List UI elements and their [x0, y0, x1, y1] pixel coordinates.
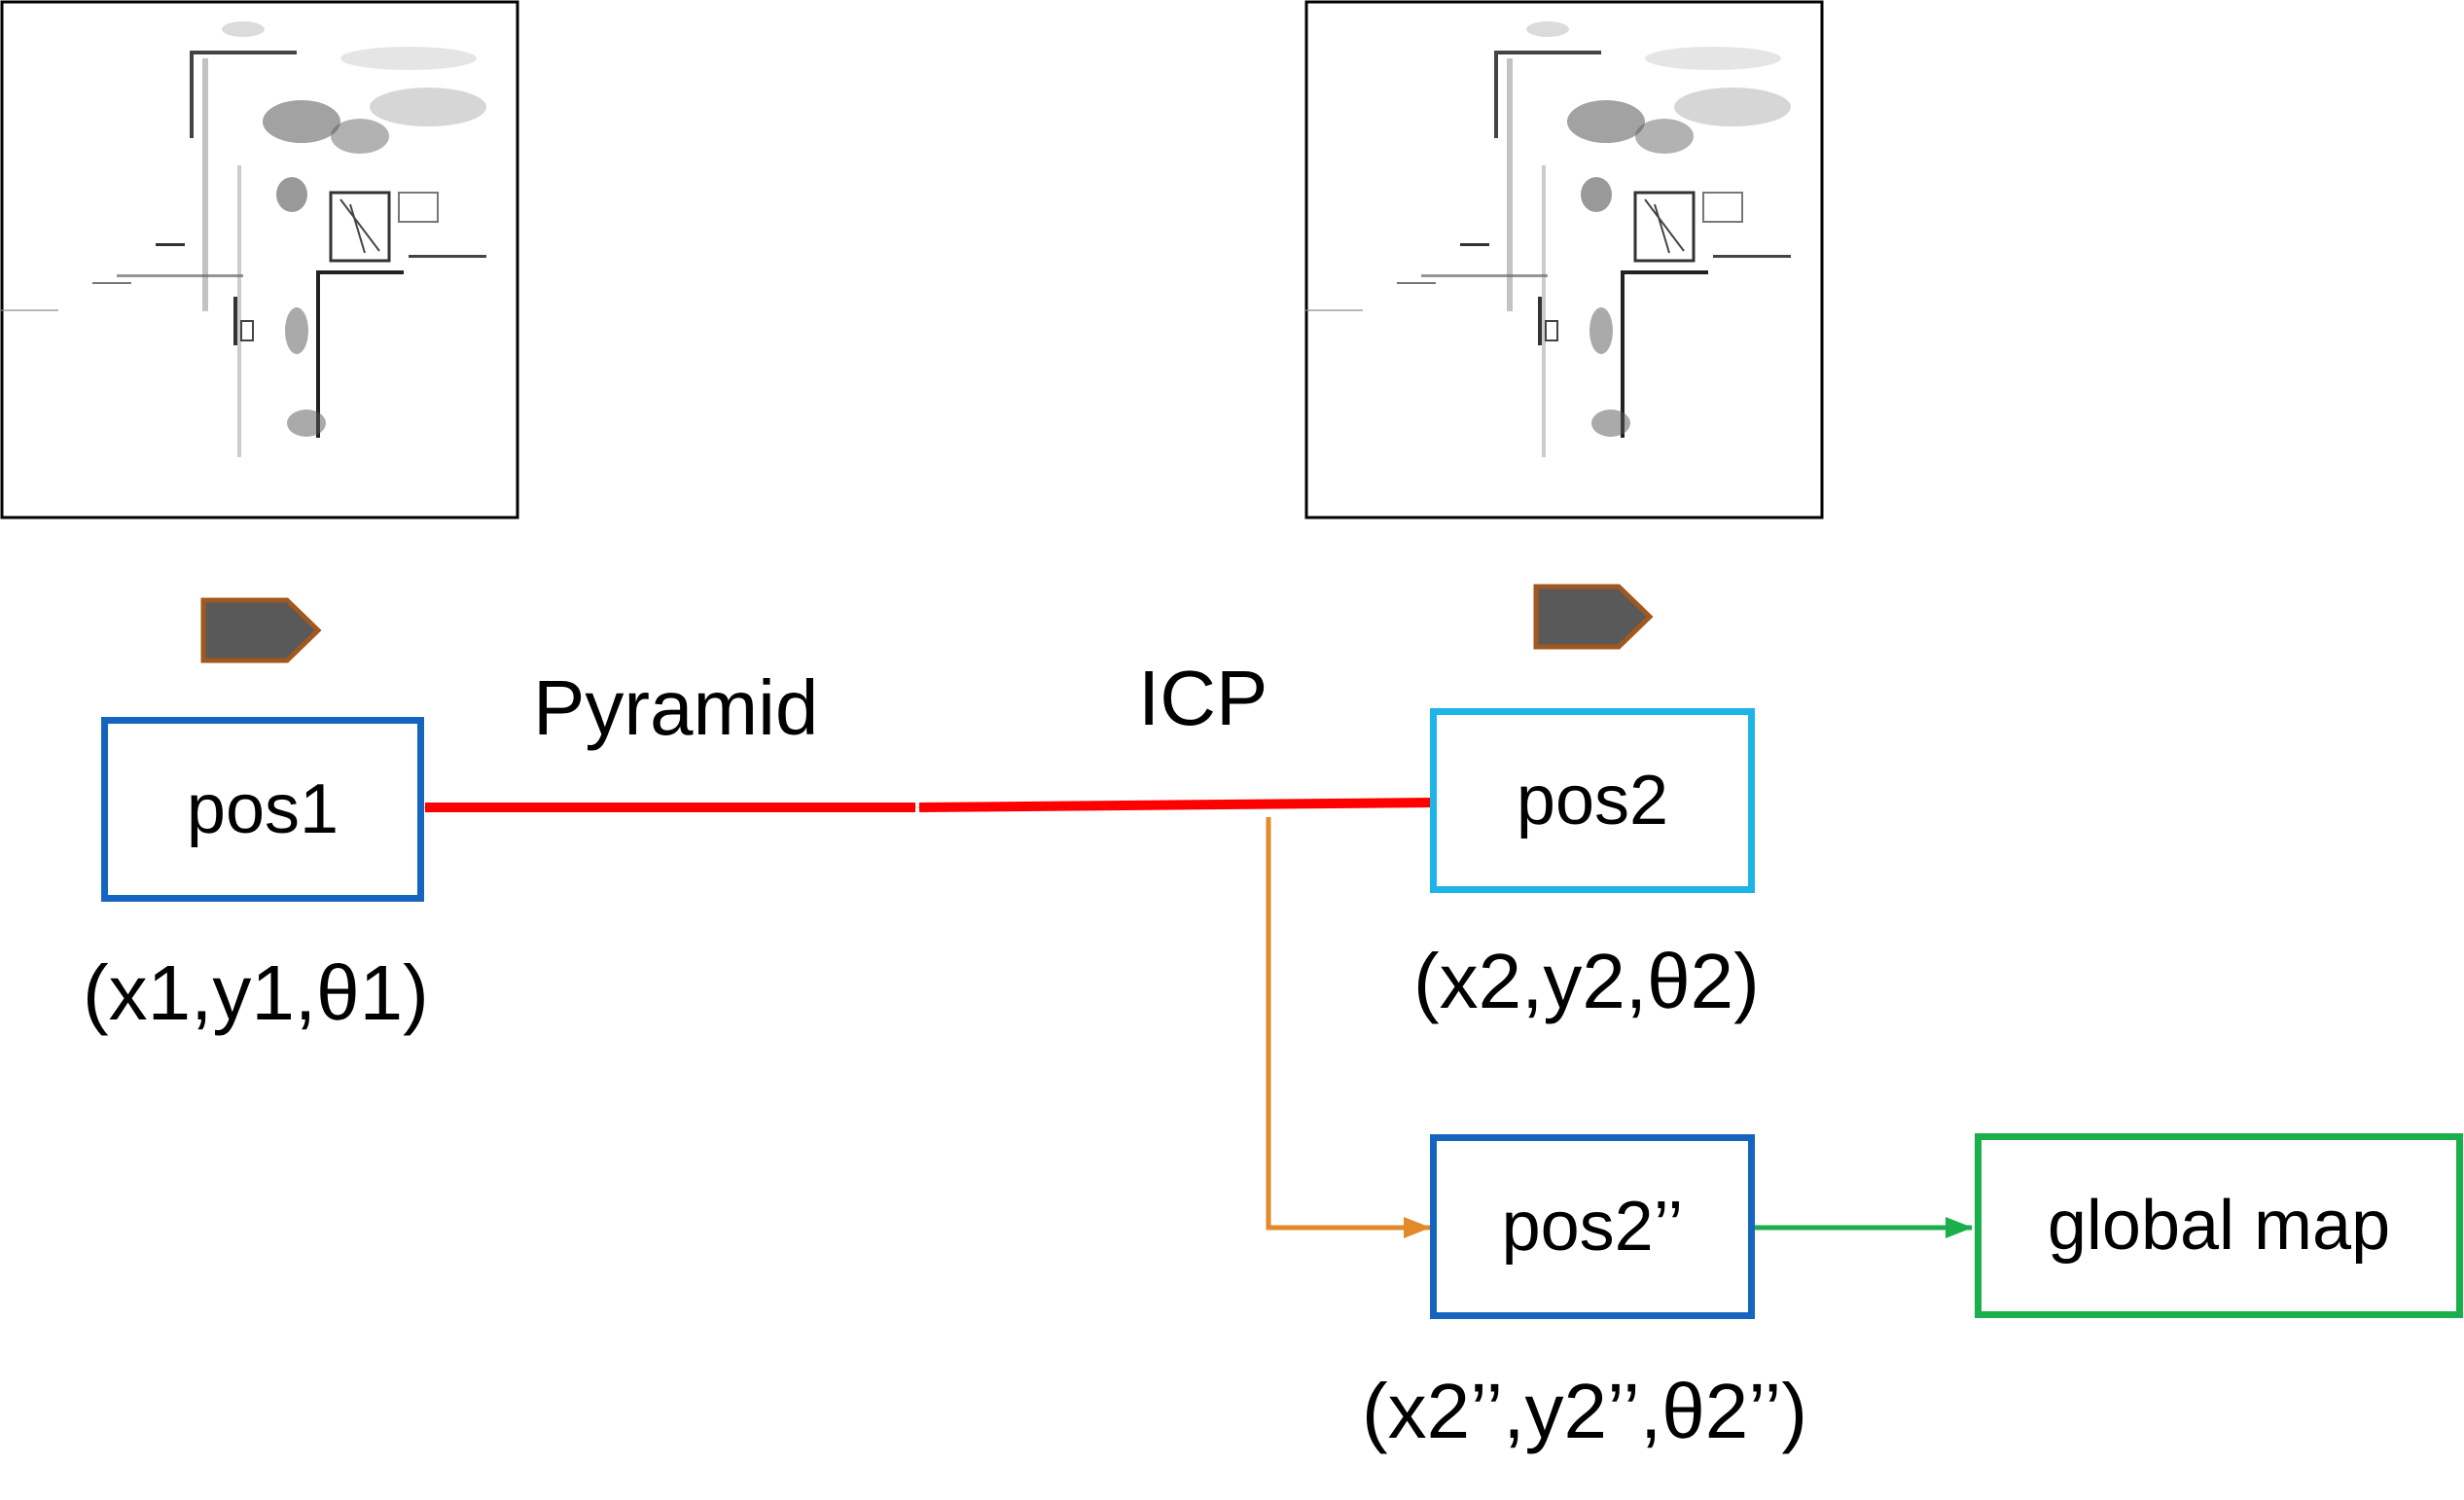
robot-pose-marker-2 [1533, 584, 1654, 650]
pos2-label: pos2 [1516, 762, 1669, 839]
pos1-node: pos1 [101, 717, 424, 902]
pos2-node: pos2 [1430, 708, 1755, 893]
pos1-label: pos1 [186, 770, 339, 848]
occupancy-map-1 [0, 0, 519, 519]
pos2pp-node: pos2’’ [1430, 1134, 1755, 1319]
global-map-node: global map [1975, 1133, 2463, 1318]
pyramid-label: Pyramid [533, 664, 819, 751]
robot-pose-marker-1 [200, 597, 322, 663]
icp-label: ICP [1138, 655, 1268, 741]
icp-arrow [918, 798, 1433, 812]
icp-to-pos2pp-connector [1266, 817, 1431, 1238]
pos1-coords: (x1,y1,θ1) [83, 949, 429, 1036]
pos2-coords: (x2,y2,θ2) [1413, 938, 1760, 1024]
pos2pp-label: pos2’’ [1501, 1188, 1684, 1266]
pos2pp-coords: (x2’’,y2’’,θ2’’) [1362, 1368, 1808, 1454]
global-map-label: global map [2047, 1187, 2391, 1265]
occupancy-map-2 [1304, 0, 1824, 519]
